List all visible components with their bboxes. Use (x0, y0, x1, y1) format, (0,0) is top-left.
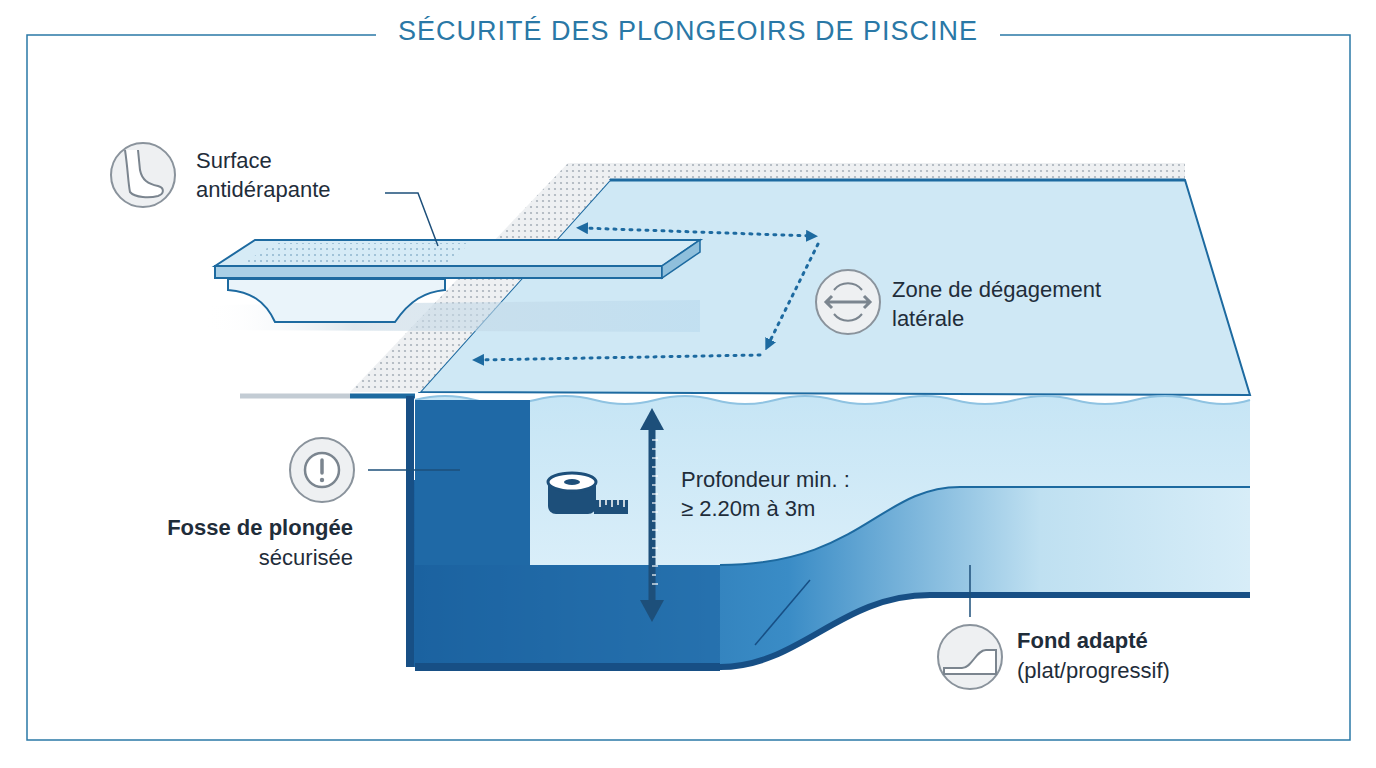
depth-tick (652, 448, 656, 449)
depth-arrow (640, 408, 664, 622)
warning-icon (290, 438, 354, 502)
depth-tick (652, 457, 658, 458)
depth-tick (652, 520, 656, 521)
depth-tick (652, 475, 658, 476)
depth-tick (652, 565, 658, 566)
depth-tick (652, 538, 656, 539)
depth-tick (652, 583, 658, 584)
clearance-icon (816, 270, 880, 334)
frame (27, 35, 1350, 740)
depth-tick (652, 574, 656, 575)
leader-line (368, 469, 460, 471)
leader-line (385, 193, 438, 246)
board-edge (215, 266, 662, 278)
pit-bottom (415, 663, 720, 671)
depth-tick (652, 502, 656, 503)
foot-icon (111, 143, 175, 207)
leader-line (969, 565, 971, 617)
callout-label: Profondeur min. : ≥ 2.20m à 3m (681, 465, 861, 523)
depth-tick (652, 511, 658, 512)
callout-label: Fond adapté (1017, 626, 1148, 655)
board-tip (662, 240, 700, 278)
antiskid-surface (245, 243, 470, 262)
floor-mark (755, 580, 810, 645)
callout-label: (plat/progressif) (1017, 656, 1170, 685)
callout-label: sécurisée (259, 543, 353, 572)
depth-tick (652, 556, 656, 557)
depth-tick (652, 439, 658, 440)
diving-board (215, 240, 700, 266)
pit-side (406, 396, 414, 667)
title-wrap: SÉCURITÉ DES PLONGEOIRS DE PISCINE (0, 16, 1376, 47)
deck-strip (568, 163, 1185, 180)
pool-edge (610, 179, 1185, 182)
callout-label: Fosse de plongée (167, 513, 353, 542)
deck-edge (350, 394, 415, 399)
diagram-title: SÉCURITÉ DES PLONGEOIRS DE PISCINE (376, 16, 1000, 46)
tape-measure-icon (548, 473, 628, 514)
depth-tick (652, 466, 656, 467)
clearance-zone (478, 228, 818, 360)
board-stand (228, 279, 445, 322)
depth-tick (652, 547, 658, 548)
floor-icon (938, 625, 1002, 689)
depth-tick (652, 493, 658, 494)
deck-edge (240, 394, 350, 399)
callout-label: Surface antidérapante (196, 146, 366, 204)
callout-label: Zone de dégagement latérale (892, 275, 1124, 333)
pit-floor (415, 565, 720, 667)
depth-tick (652, 484, 656, 485)
water-section (415, 396, 1250, 565)
wave-line (415, 396, 1250, 404)
pit-wall (415, 400, 530, 565)
depth-tick (652, 529, 658, 530)
